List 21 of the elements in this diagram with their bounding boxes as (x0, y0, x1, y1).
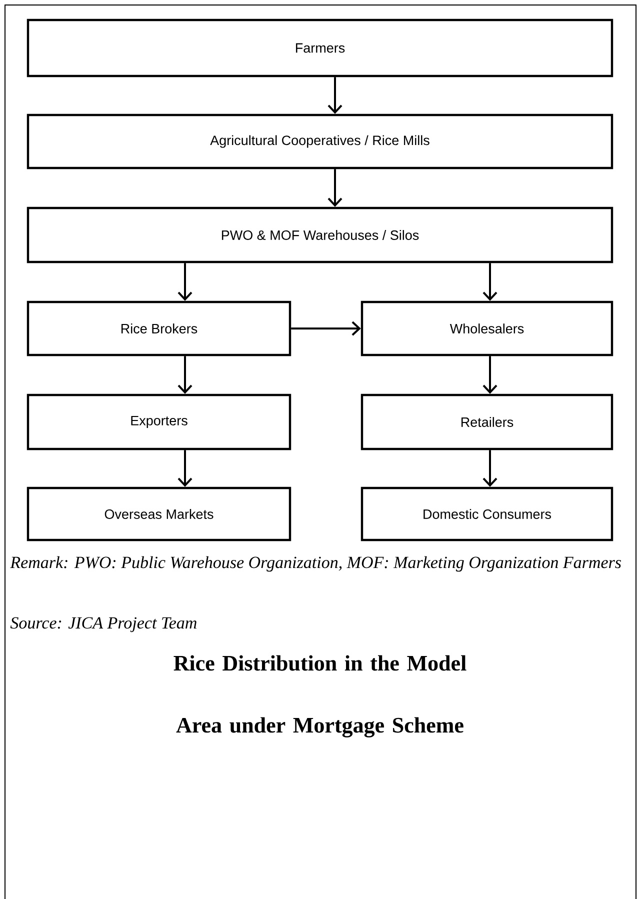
arrow (328, 77, 342, 114)
process-box: Retailers (360, 394, 614, 450)
process-box: Wholesalers (360, 300, 614, 356)
process-box: Domestic Consumers (360, 486, 614, 542)
arrow (178, 356, 192, 394)
arrow (482, 263, 498, 301)
remark-note: Remark: PWO: Public Warehouse Organization, MOF: Marketing Organization Farmers (10, 556, 621, 572)
arrow (482, 356, 498, 394)
arrow (178, 450, 192, 487)
process-box: Overseas Markets (26, 486, 292, 542)
arrow (328, 169, 342, 207)
arrow (291, 321, 361, 336)
figure-title: Rice Distribution in the Model Area under Mortgage Scheme (174, 655, 466, 738)
process-box: Farmers (26, 18, 614, 78)
process-box: Agricultural Cooperatives / Rice Mills (26, 114, 614, 170)
source-note: Source: JICA Project Team (10, 617, 196, 632)
process-box: Rice Brokers (26, 300, 292, 356)
arrow (178, 263, 192, 301)
process-box: Exporters (26, 394, 292, 450)
process-box: PWO & MOF Warehouses / Silos (26, 206, 614, 264)
arrow (482, 450, 498, 487)
